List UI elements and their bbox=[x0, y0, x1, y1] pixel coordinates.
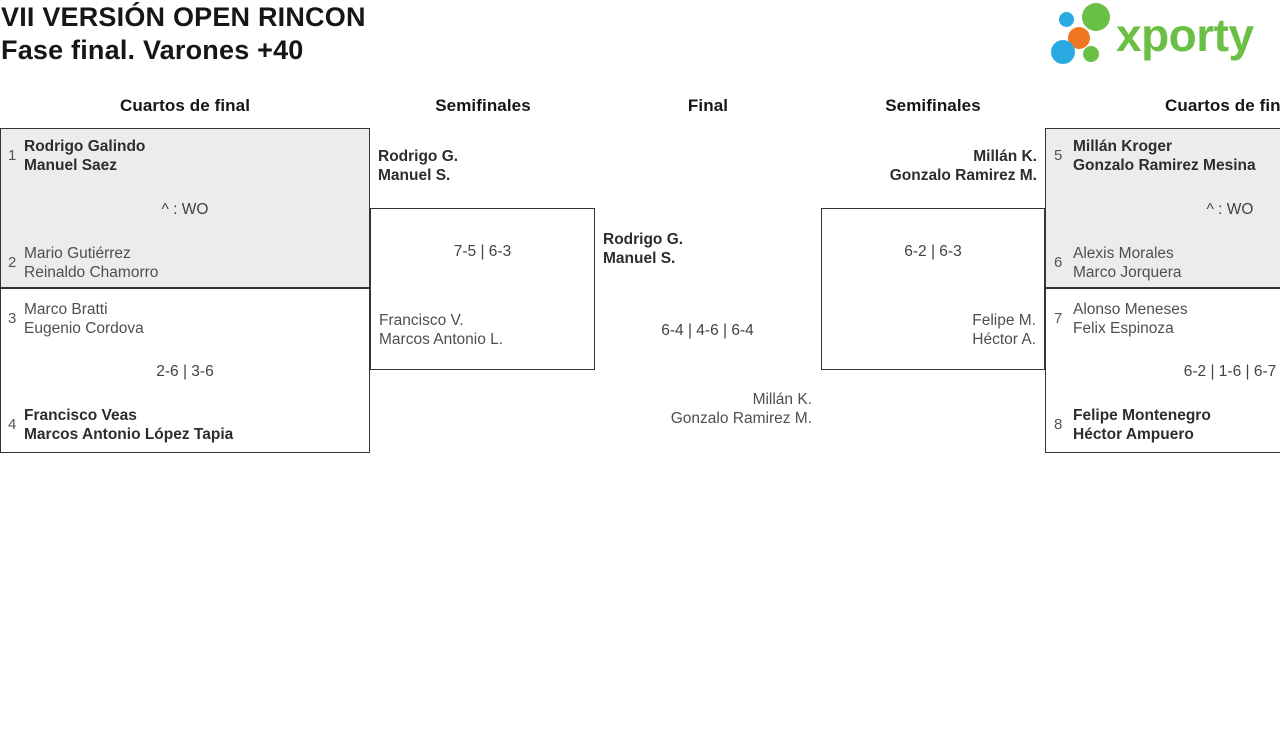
team-bottom: Felipe Montenegro Héctor Ampuero bbox=[1073, 406, 1211, 444]
seed-top: 7 bbox=[1054, 310, 1063, 327]
match-score: 6-2 | 6-3 bbox=[904, 243, 962, 260]
match-qf-left-bottom: 3 Marco Bratti Eugenio Cordova 2-6 | 3-6… bbox=[0, 288, 370, 453]
team-name-line: Marco Bratti bbox=[24, 301, 108, 318]
seed-bottom: 2 bbox=[8, 254, 17, 271]
team-name-line: Alexis Morales bbox=[1073, 245, 1174, 262]
sf-right-winner-label: Millán K. Gonzalo Ramirez M. bbox=[890, 147, 1037, 185]
team-name-line: Manuel Saez bbox=[24, 157, 118, 174]
team-name-line: Héctor A. bbox=[972, 331, 1036, 348]
match-score: ^ : WO bbox=[1206, 201, 1254, 218]
match-qf-right-bottom: 7 Alonso Meneses Felix Espinoza 6-2 | 1-… bbox=[1045, 288, 1280, 453]
match-qf-right-top: 5 Millán Kroger Gonzalo Ramirez Mesina ^… bbox=[1045, 128, 1280, 288]
seed-top: 5 bbox=[1054, 147, 1063, 164]
page-subtitle: Fase final. Varones +40 bbox=[1, 35, 304, 65]
team-name-line: Héctor Ampuero bbox=[1073, 426, 1194, 443]
final-winner-label: Rodrigo G. Manuel S. bbox=[603, 230, 683, 268]
match-sf-right: 6-2 | 6-3 Felipe M. Héctor A. bbox=[821, 208, 1045, 370]
sf-left-winner-label: Rodrigo G. Manuel S. bbox=[378, 147, 458, 185]
seed-bottom: 4 bbox=[8, 416, 17, 433]
xporty-logo[interactable]: xporty bbox=[1048, 0, 1274, 75]
team-name-line: Millán Kroger bbox=[1073, 138, 1173, 155]
team-name-line: Millán K. bbox=[973, 148, 1037, 165]
team-name-line: Gonzalo Ramirez M. bbox=[889, 167, 1037, 184]
logo-dot-orange-icon bbox=[1068, 27, 1090, 49]
team-name-line: Manuel S. bbox=[603, 250, 676, 267]
team-name-line: Felipe Montenegro bbox=[1073, 407, 1211, 424]
team-name-line: Alonso Meneses bbox=[1073, 301, 1188, 318]
team-name-line: Reinaldo Chamorro bbox=[24, 264, 159, 281]
team-name-line: Rodrigo G. bbox=[603, 231, 684, 248]
team-bottom: Mario Gutiérrez Reinaldo Chamorro bbox=[24, 244, 158, 282]
team-name-line: Eugenio Cordova bbox=[24, 320, 144, 337]
team-name-line: Marcos Antonio López Tapia bbox=[24, 426, 234, 443]
final-runnerup-label: Millán K. Gonzalo Ramirez M. bbox=[671, 390, 812, 428]
team-bottom: Francisco V. Marcos Antonio L. bbox=[379, 311, 503, 349]
team-top: Rodrigo Galindo Manuel Saez bbox=[24, 137, 145, 175]
logo-dot-blue-big-icon bbox=[1051, 40, 1075, 64]
seed-bottom: 6 bbox=[1054, 254, 1063, 271]
round-header-final: Final bbox=[687, 96, 729, 115]
match-score: 7-5 | 6-3 bbox=[453, 243, 512, 260]
team-bottom: Francisco Veas Marcos Antonio López Tapi… bbox=[24, 406, 233, 444]
seed-top: 3 bbox=[8, 310, 17, 327]
team-top: Alonso Meneses Felix Espinoza bbox=[1073, 300, 1188, 338]
page-title: VII VERSIÓN OPEN RINCON bbox=[1, 2, 366, 32]
match-score: 6-2 | 1-6 | 6-7 bbox=[1183, 363, 1277, 380]
seed-top: 1 bbox=[8, 147, 17, 164]
final-score: 6-4 | 4-6 | 6-4 bbox=[661, 322, 754, 339]
match-score: 2-6 | 3-6 bbox=[156, 363, 214, 380]
team-name-line: Millán K. bbox=[752, 391, 812, 408]
team-name-line: Marco Jorquera bbox=[1073, 264, 1182, 281]
team-name-line: Felix Espinoza bbox=[1073, 320, 1174, 337]
team-name-line: Francisco Veas bbox=[24, 407, 137, 424]
team-name-line: Francisco V. bbox=[379, 312, 464, 329]
xporty-wordmark: xporty bbox=[1116, 9, 1254, 61]
seed-bottom: 8 bbox=[1054, 416, 1063, 433]
team-name-line: Felipe M. bbox=[972, 312, 1036, 329]
team-top: Millán Kroger Gonzalo Ramirez Mesina bbox=[1073, 137, 1256, 175]
match-score: ^ : WO bbox=[161, 201, 209, 218]
match-sf-left: 7-5 | 6-3 Francisco V. Marcos Antonio L. bbox=[370, 208, 595, 370]
team-name-line: Mario Gutiérrez bbox=[24, 245, 131, 262]
team-bottom: Alexis Morales Marco Jorquera bbox=[1073, 244, 1182, 282]
logo-dot-blue-small-icon bbox=[1059, 12, 1074, 27]
round-header-semifinales-right: Semifinales bbox=[885, 96, 981, 115]
team-name-line: Gonzalo Ramirez M. bbox=[670, 410, 812, 427]
logo-dot-green-big-icon bbox=[1082, 3, 1110, 31]
round-header-cuartos-right: Cuartos de final bbox=[1164, 96, 1280, 115]
team-name-line: Manuel S. bbox=[378, 167, 451, 184]
team-name-line: Marcos Antonio L. bbox=[379, 331, 504, 348]
logo-dot-green-small-icon bbox=[1083, 46, 1099, 62]
team-name-line: Gonzalo Ramirez Mesina bbox=[1073, 157, 1256, 174]
team-name-line: Rodrigo Galindo bbox=[24, 138, 146, 155]
team-bottom: Felipe M. Héctor A. bbox=[972, 311, 1036, 349]
team-name-line: Rodrigo G. bbox=[378, 148, 459, 165]
round-header-cuartos-left: Cuartos de final bbox=[119, 96, 251, 115]
team-top: Marco Bratti Eugenio Cordova bbox=[24, 300, 144, 338]
match-qf-left-top: 1 Rodrigo Galindo Manuel Saez ^ : WO 2 M… bbox=[0, 128, 370, 288]
round-header-semifinales-left: Semifinales bbox=[435, 96, 531, 115]
